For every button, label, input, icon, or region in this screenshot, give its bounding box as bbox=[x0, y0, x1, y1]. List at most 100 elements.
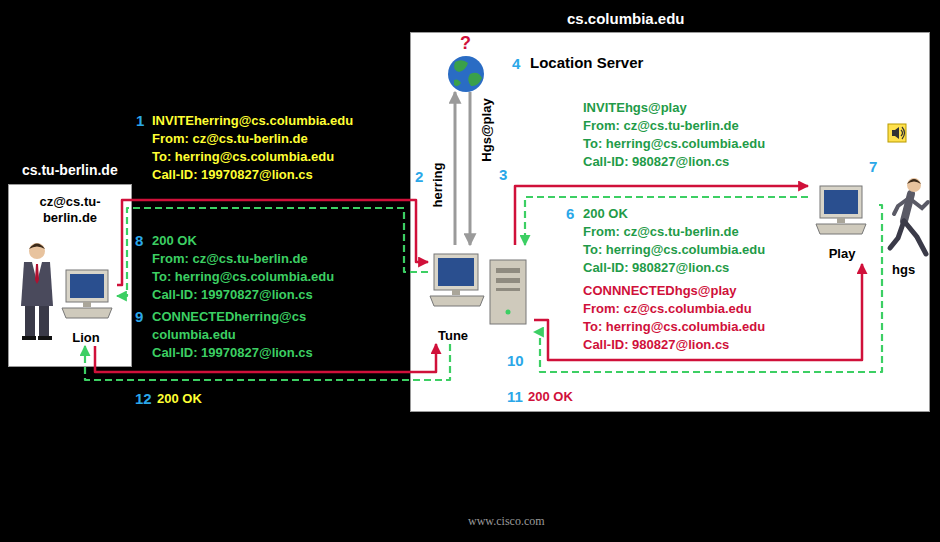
message-line: 200 OK bbox=[152, 233, 197, 249]
request-arrow bbox=[534, 264, 862, 360]
host-computer: Play bbox=[808, 178, 879, 264]
message-line: To: herring@cs.columbia.edu bbox=[583, 136, 765, 152]
person-leg bbox=[890, 221, 904, 248]
person-leg bbox=[904, 221, 926, 254]
response-arrow bbox=[117, 208, 428, 296]
person-hair bbox=[907, 179, 921, 184]
drive-slot bbox=[496, 288, 520, 291]
step-number: 3 bbox=[499, 166, 507, 183]
computer-keyboard bbox=[816, 224, 866, 234]
response-arrow bbox=[525, 197, 808, 245]
computer-keyboard bbox=[62, 308, 112, 318]
person-tie bbox=[35, 264, 39, 284]
host-computer: Lion bbox=[58, 262, 117, 346]
computer-screen bbox=[438, 258, 474, 286]
globe-continent bbox=[454, 60, 468, 72]
person-leg bbox=[25, 304, 35, 338]
step-number: 1 bbox=[136, 112, 144, 129]
sound-wave bbox=[901, 130, 903, 136]
step-number: 12 bbox=[135, 390, 152, 407]
computer-screen bbox=[70, 274, 104, 298]
message-line: Call-ID: 980827@lion.cs bbox=[583, 154, 729, 170]
request-arrow bbox=[95, 344, 436, 372]
monitor-stand bbox=[837, 218, 845, 223]
computer-monitor bbox=[434, 254, 478, 290]
message-line: Call-ID: 980827@lion.cs bbox=[583, 260, 729, 276]
sound-wave bbox=[902, 127, 905, 139]
person-arm bbox=[894, 198, 909, 214]
person-hair bbox=[29, 244, 45, 250]
step-number: 6 bbox=[566, 205, 574, 222]
globe-icon bbox=[448, 56, 484, 92]
person-leg bbox=[39, 304, 49, 338]
message-line: columbia.edu bbox=[152, 327, 236, 343]
message-line: Call-ID: 19970827@lion.cs bbox=[152, 345, 313, 361]
server-tower bbox=[490, 260, 526, 324]
location-server: Location Server bbox=[443, 40, 675, 92]
message-line: From: cz@cs.tu-berlin.de bbox=[152, 251, 308, 267]
user-name: hgs bbox=[892, 262, 915, 278]
domain-name: cs.columbia.edu bbox=[567, 10, 685, 28]
user-address: cz@cs.tu-berlin.de bbox=[25, 194, 115, 226]
question-mark: ? bbox=[460, 33, 471, 53]
person-head bbox=[907, 178, 921, 192]
box-ground bbox=[9, 185, 132, 367]
edge-label: herring bbox=[430, 161, 445, 210]
message-line: To: herring@cs.columbia.edu bbox=[583, 319, 765, 335]
speaker-icon bbox=[888, 124, 906, 142]
host-name: Play bbox=[808, 246, 876, 262]
computer-keyboard bbox=[430, 296, 484, 306]
proxy-server: Tune bbox=[428, 245, 534, 344]
step-number: 7 bbox=[869, 158, 877, 175]
step-number: 9 bbox=[135, 308, 143, 325]
person-suit bbox=[21, 262, 53, 306]
person-shoe bbox=[22, 336, 36, 340]
monitor-stand bbox=[452, 290, 460, 295]
person-shoe bbox=[38, 336, 52, 340]
globe-continent bbox=[454, 79, 461, 86]
computer-screen bbox=[824, 190, 858, 214]
drive-slot bbox=[496, 268, 520, 273]
message-line: To: herring@cs.columbia.edu bbox=[152, 149, 334, 165]
domain-box: cs.tu-berlin.decz@cs.tu-berlin.deLion bbox=[8, 184, 132, 367]
message-line: To: herring@cs.columbia.edu bbox=[152, 269, 334, 285]
step-number: 8 bbox=[135, 232, 143, 249]
step-number: 4 bbox=[512, 55, 520, 72]
lookup-arrow bbox=[469, 92, 472, 245]
host-name: Lion bbox=[58, 330, 114, 346]
message-line: 200 OK bbox=[583, 206, 628, 222]
message-line: To: herring@cs.columbia.edu bbox=[583, 242, 765, 258]
person-arm bbox=[909, 198, 928, 208]
message-line: CONNECTEDherring@cs bbox=[152, 309, 306, 325]
step-number: 11 bbox=[507, 388, 523, 405]
step-number: 2 bbox=[415, 168, 423, 185]
message-line: Call-ID: 980827@lion.cs bbox=[583, 337, 729, 353]
computer-monitor bbox=[820, 186, 862, 218]
watermark: www.cisco.com bbox=[468, 514, 545, 528]
message-line: From: cz@cs.columbia.edu bbox=[583, 301, 752, 317]
speaker-glyph bbox=[892, 127, 899, 139]
monitor-stand bbox=[83, 302, 91, 307]
message-line: CONNNECTEDhgs@play bbox=[583, 283, 737, 299]
box-ground bbox=[411, 33, 930, 412]
message-line: 200 OK bbox=[157, 391, 202, 407]
globe-continent bbox=[468, 73, 482, 86]
lookup-arrow bbox=[454, 92, 457, 245]
message-line: From: cz@cs.tu-berlin.de bbox=[152, 131, 308, 147]
drive-slot bbox=[496, 278, 520, 283]
message-line: INVITEhgs@play bbox=[583, 100, 687, 116]
step-number: 10 bbox=[507, 352, 524, 369]
message-line: From: cz@cs.tu-berlin.de bbox=[583, 118, 739, 134]
message-line: Call-ID: 19970827@lion.cs bbox=[152, 287, 313, 303]
message-line: 200 OK bbox=[528, 389, 573, 405]
domain-box: cs.columbia.eduLocation ServerTunePlay bbox=[410, 32, 930, 412]
person-head bbox=[29, 243, 45, 259]
domain-name: cs.tu-berlin.de bbox=[22, 162, 118, 179]
message-line: From: cz@cs.tu-berlin.de bbox=[583, 224, 739, 240]
response-arrow bbox=[85, 344, 450, 380]
power-light bbox=[506, 310, 511, 315]
host-name: Tune bbox=[438, 328, 468, 344]
request-arrow bbox=[117, 200, 428, 285]
edge-label: Hgs@play bbox=[479, 96, 494, 163]
server-name: Location Server bbox=[530, 54, 643, 72]
